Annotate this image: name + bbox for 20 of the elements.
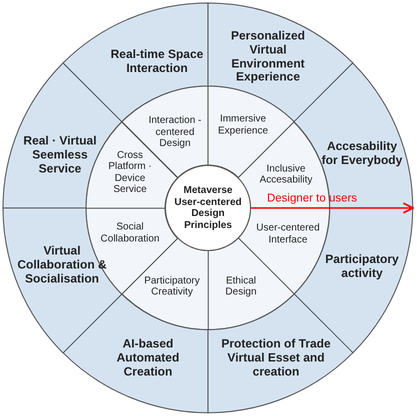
segment-label: Metaverse User-centered Design Principles	[173, 185, 243, 231]
segment-label: User-centered Interface	[255, 222, 321, 246]
segment-label: Real · Virtual Seemless Service	[22, 134, 98, 176]
segment-label: Social Collaboration	[100, 222, 160, 244]
segment-label: Cross Platform · Device Service	[107, 150, 153, 196]
edge-label: Designer to users	[266, 192, 358, 206]
segment-label: Accesability for Everybody	[320, 140, 404, 168]
center-circle	[165, 165, 251, 251]
segment-label: Ethical Design	[224, 275, 258, 298]
segment-label: Immersive Experience	[216, 114, 270, 136]
segment-label: Participatory activity	[324, 253, 400, 281]
segment-label: Protection of Trade Virtual Esset and creation	[220, 337, 332, 379]
segment-label: Interaction -centered Design	[148, 114, 202, 150]
outer-ring-segment	[63, 3, 208, 122]
segment-label: Inclusive Accesability	[258, 163, 314, 186]
segment-label: AI-based Automated Creation	[116, 337, 180, 379]
segment-label: Personalized Virtual Environment Experience	[230, 29, 306, 85]
segment-label: Real-time Space Interaction	[110, 48, 204, 76]
segment-label: Participatory Creativity	[143, 275, 201, 298]
arrow	[251, 202, 414, 214]
